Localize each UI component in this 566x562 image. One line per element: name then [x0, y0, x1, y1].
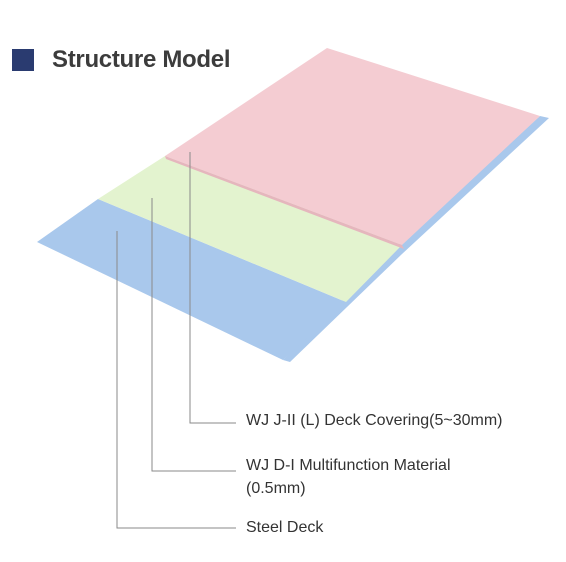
material-label-line2: (0.5mm) — [246, 480, 306, 497]
deck-covering-edge — [165, 156, 404, 249]
steel-leader-line — [116, 231, 236, 529]
title-marker — [12, 49, 34, 71]
title-row: Structure Model — [12, 44, 230, 76]
page-title: Structure Model — [52, 46, 231, 73]
material-label-line1: WJ D-I Multifunction Material — [246, 457, 451, 474]
covering-leader-line — [189, 152, 236, 424]
material-leader-line — [151, 198, 236, 472]
base-deck-edge — [283, 116, 549, 362]
steel-deck-layer — [37, 199, 346, 360]
covering-label: WJ J-II (L) Deck Covering(5~30mm) — [246, 412, 503, 429]
multifunction-material-layer — [98, 156, 402, 302]
steel-deck-label: Steel Deck — [246, 519, 324, 536]
deck-covering-layer — [165, 48, 540, 245]
